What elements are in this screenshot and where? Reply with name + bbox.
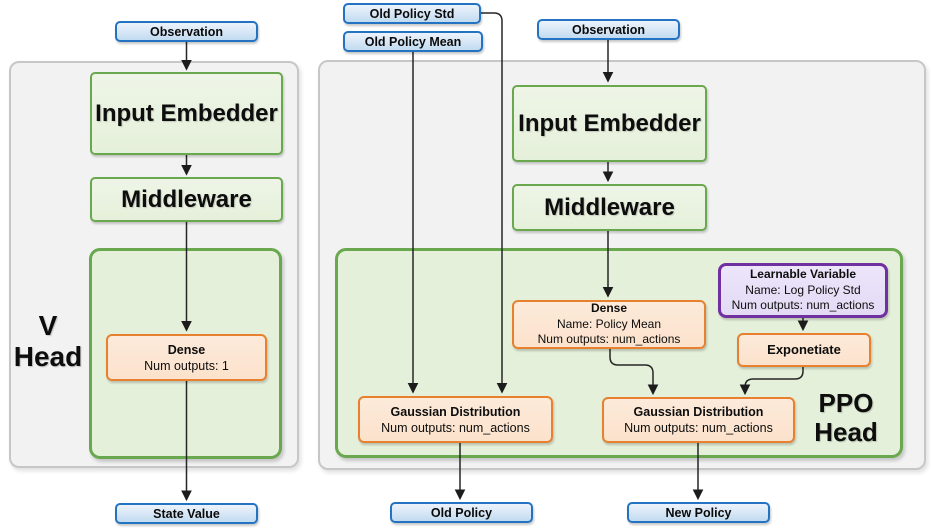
gaussian-old-title: Gaussian Distribution bbox=[390, 404, 521, 419]
input-embedder-right-label: Input Embedder bbox=[518, 109, 701, 137]
v-head-label: V Head bbox=[12, 310, 84, 373]
gaussian-distribution-old-node: Gaussian Distribution Num outputs: num_a… bbox=[358, 396, 553, 443]
observation-input-right: Observation bbox=[537, 19, 680, 40]
old-policy-mean-input-label: Old Policy Mean bbox=[364, 34, 462, 49]
old-policy-output-label: Old Policy bbox=[430, 505, 493, 520]
new-policy-output-label: New Policy bbox=[665, 505, 732, 520]
learnable-variable-node: Learnable Variable Name: Log Policy Std … bbox=[718, 263, 888, 318]
old-policy-std-input-label: Old Policy Std bbox=[369, 6, 455, 21]
learnable-variable-title: Learnable Variable bbox=[749, 267, 857, 282]
gaussian-old-outputs: Num outputs: num_actions bbox=[381, 420, 530, 435]
v-head-label-line2: Head bbox=[13, 340, 83, 372]
dense-v-node: Dense Num outputs: 1 bbox=[106, 334, 267, 381]
dense-policy-mean-name: Name: Policy Mean bbox=[556, 316, 662, 331]
state-value-output-label: State Value bbox=[153, 506, 220, 521]
state-value-output: State Value bbox=[115, 503, 258, 524]
dense-v-outputs: Num outputs: 1 bbox=[144, 358, 229, 373]
exponetiate-node: Exponetiate bbox=[737, 333, 871, 367]
old-policy-mean-input: Old Policy Mean bbox=[343, 31, 483, 52]
dense-policy-mean-node: Dense Name: Policy Mean Num outputs: num… bbox=[512, 300, 706, 349]
input-embedder-right: Input Embedder bbox=[512, 85, 707, 162]
input-embedder-left: Input Embedder bbox=[90, 72, 283, 155]
v-head-label-line1: V bbox=[38, 310, 58, 341]
observation-input-right-label: Observation bbox=[572, 22, 645, 37]
exponetiate-label: Exponetiate bbox=[767, 342, 841, 357]
learnable-variable-outputs: Num outputs: num_actions bbox=[731, 298, 875, 313]
old-policy-std-input: Old Policy Std bbox=[343, 3, 481, 24]
dense-v-title: Dense bbox=[167, 342, 206, 357]
middleware-right-label: Middleware bbox=[544, 193, 675, 221]
middleware-left: Middleware bbox=[90, 177, 283, 222]
ppo-head-label-line1: PPO bbox=[818, 388, 874, 418]
ppo-head-label-line2: Head bbox=[814, 416, 878, 447]
old-policy-output: Old Policy bbox=[390, 502, 533, 523]
gaussian-distribution-new-node: Gaussian Distribution Num outputs: num_a… bbox=[602, 397, 795, 443]
input-embedder-left-label: Input Embedder bbox=[95, 99, 278, 127]
dense-policy-mean-outputs: Num outputs: num_actions bbox=[537, 332, 681, 347]
ppo-head-label: PPO Head bbox=[804, 389, 888, 446]
observation-input-left-label: Observation bbox=[150, 24, 223, 39]
gaussian-new-title: Gaussian Distribution bbox=[633, 405, 764, 419]
gaussian-new-outputs: Num outputs: num_actions bbox=[624, 421, 773, 435]
observation-input-left: Observation bbox=[115, 21, 258, 42]
dense-policy-mean-title: Dense bbox=[590, 301, 628, 316]
middleware-left-label: Middleware bbox=[121, 185, 252, 213]
learnable-variable-name: Name: Log Policy Std bbox=[745, 282, 861, 297]
new-policy-output: New Policy bbox=[627, 502, 770, 523]
middleware-right: Middleware bbox=[512, 184, 707, 231]
